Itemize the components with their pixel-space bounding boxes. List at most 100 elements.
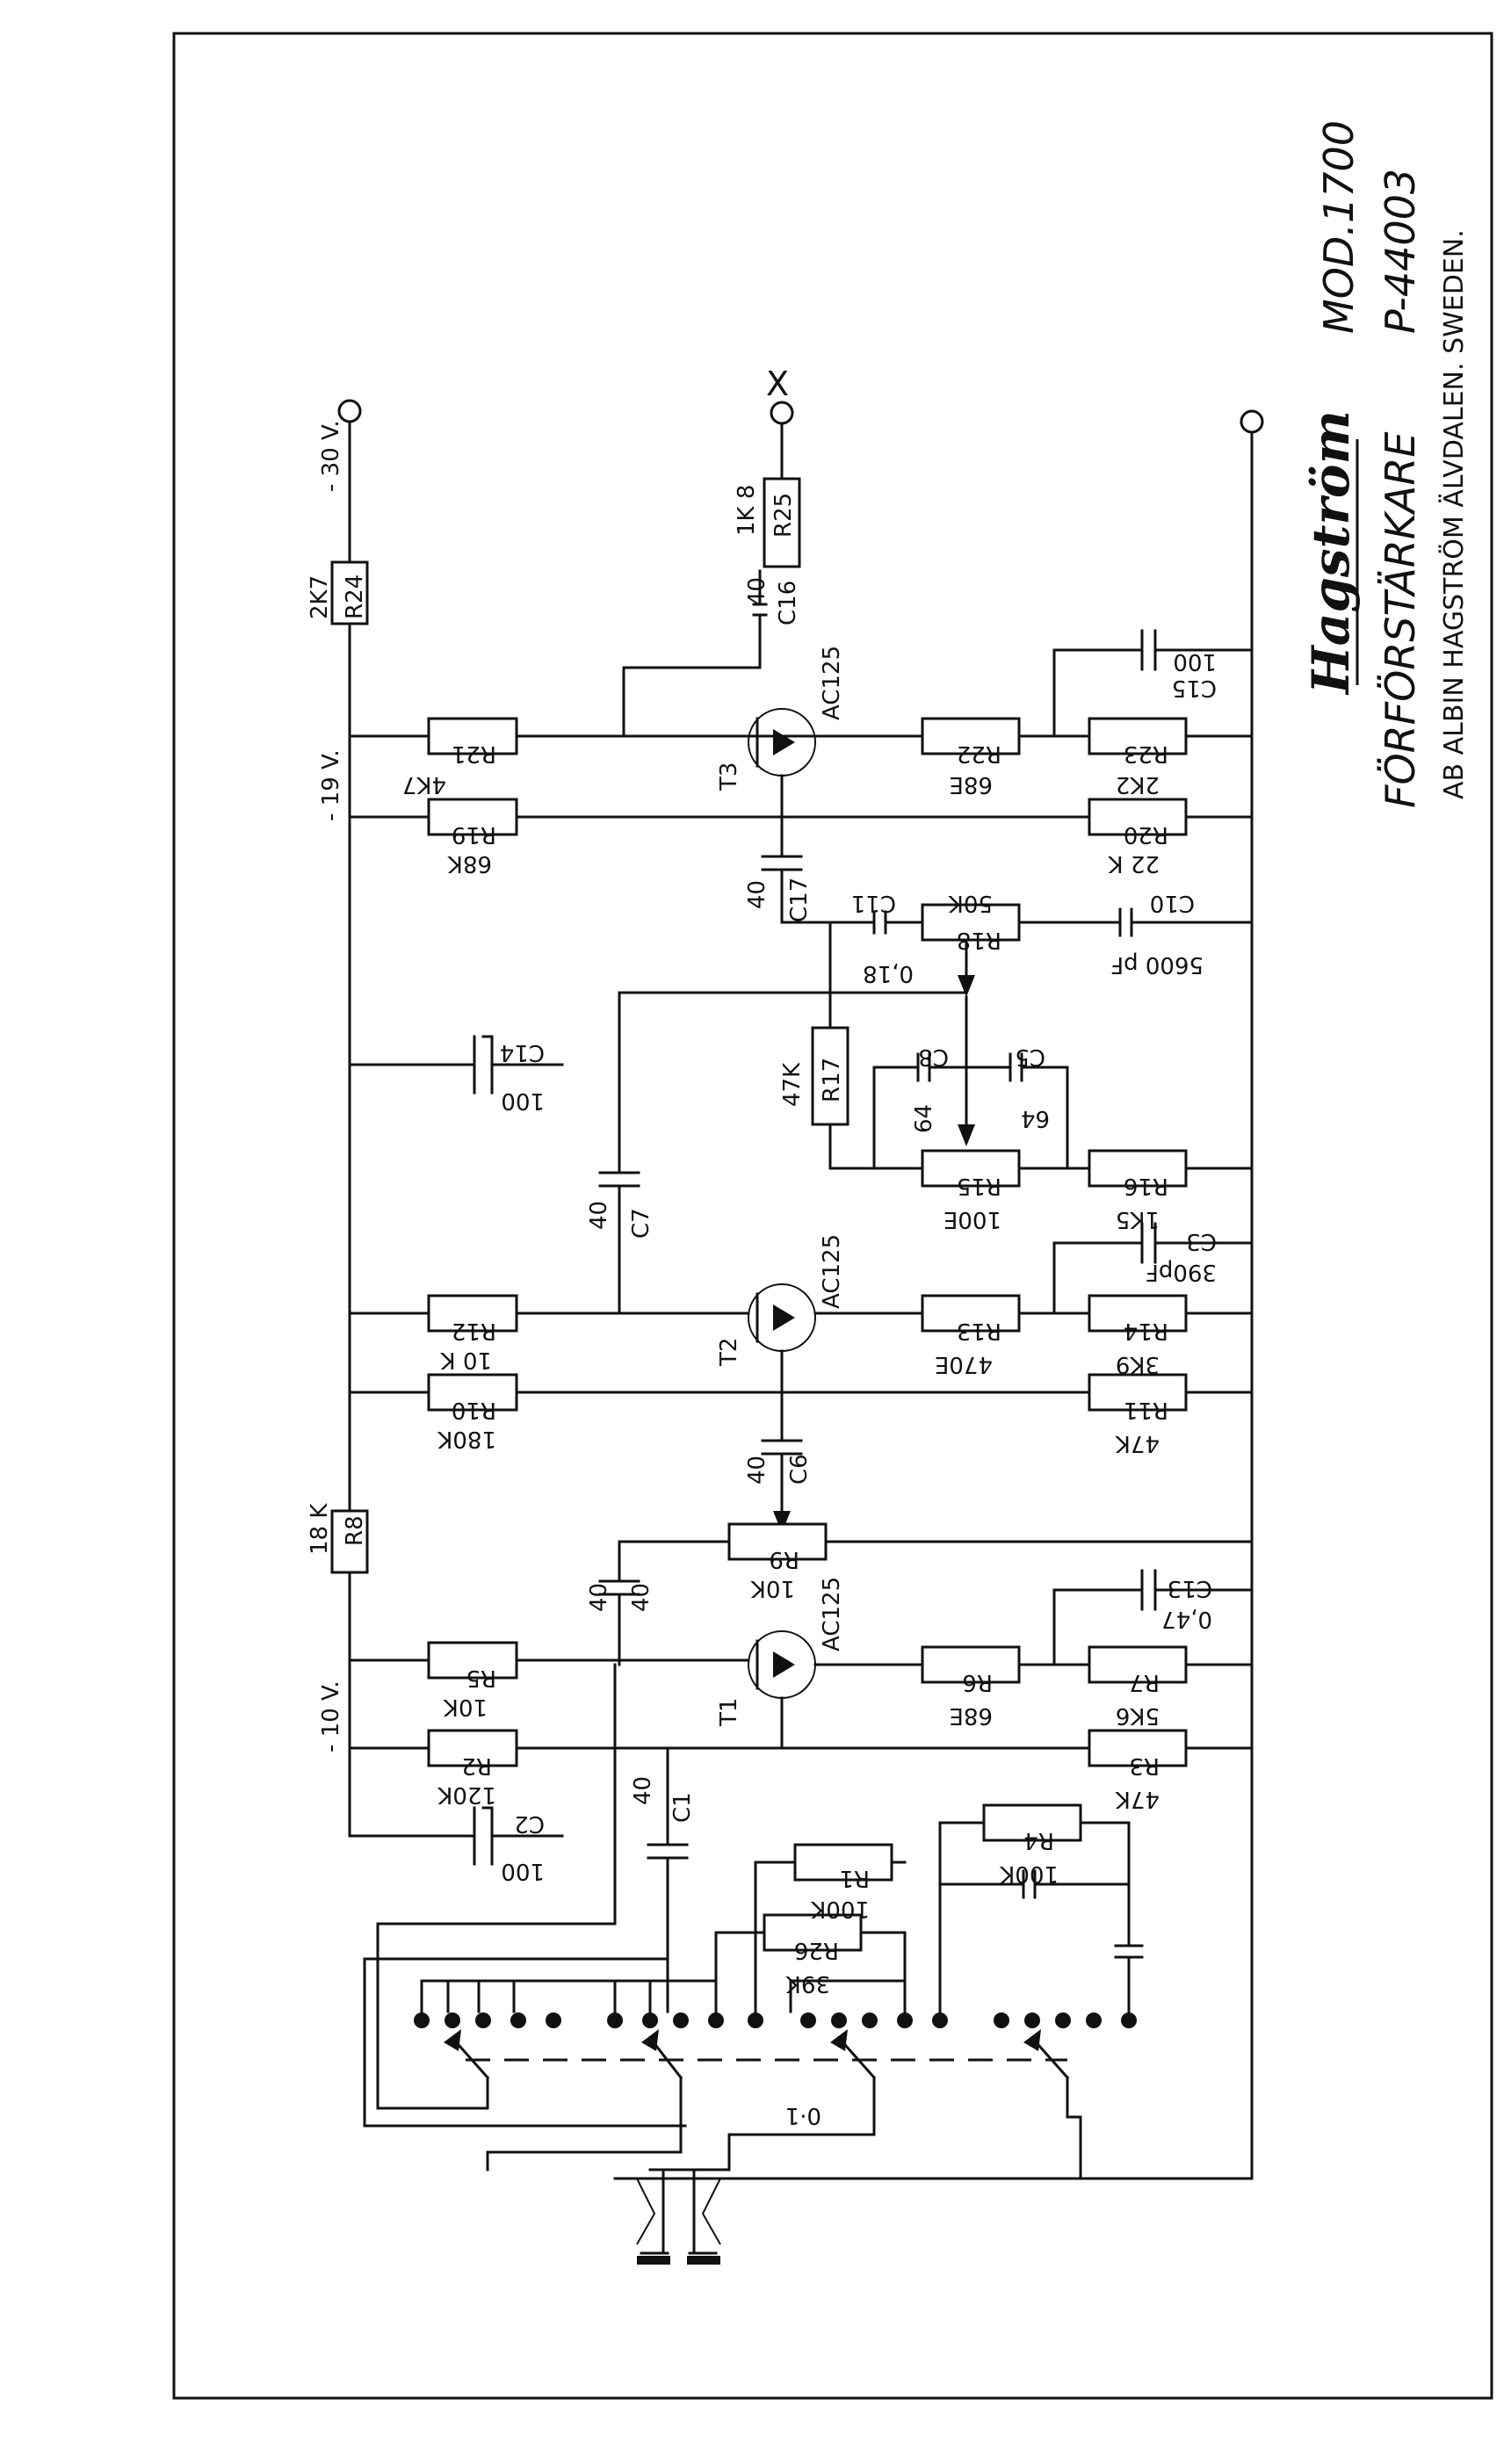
c12-value: 0,18 bbox=[863, 960, 914, 986]
r16-value: 1K5 bbox=[1116, 1206, 1160, 1232]
feedback-network bbox=[761, 774, 1254, 1030]
c5-value: 0,47 bbox=[1161, 1606, 1212, 1632]
t2-type: AC125 bbox=[819, 1234, 845, 1309]
r1-value: 100K bbox=[810, 1896, 870, 1922]
switch-label: 0·1 bbox=[785, 2102, 821, 2128]
selector-switch bbox=[363, 1663, 1137, 2180]
r20-ref: R20 bbox=[1124, 821, 1168, 848]
r6-value: 68E bbox=[949, 1702, 993, 1729]
r3-ref: R3 bbox=[1129, 1752, 1160, 1779]
c14-branch bbox=[348, 1035, 564, 1095]
brand-logo: Hagström bbox=[1301, 410, 1361, 696]
c13-value: 5600 pF bbox=[1110, 951, 1204, 978]
r10-ref: R10 bbox=[452, 1397, 496, 1423]
r7-ref: R7 bbox=[1129, 1669, 1160, 1695]
c6-upper-ref: C6 bbox=[786, 1454, 813, 1485]
c10-value: 64 bbox=[911, 1104, 937, 1133]
resistor-r8 bbox=[330, 1509, 369, 1574]
c1-ref: C1 bbox=[669, 1792, 696, 1823]
resistor-r14 bbox=[1088, 1294, 1188, 1333]
c2-value: 100 bbox=[501, 1858, 545, 1884]
r12-value: 10 K bbox=[440, 1347, 492, 1373]
tone-network bbox=[618, 991, 1254, 1188]
c6-lower-ref: 40 bbox=[628, 1583, 654, 1612]
r14-value: 3K9 bbox=[1116, 1351, 1160, 1377]
r13-value: 470E bbox=[935, 1351, 993, 1377]
resistor-r16 bbox=[1088, 1149, 1188, 1188]
part-number: P-44003 bbox=[1377, 169, 1424, 334]
resistor-r20 bbox=[1088, 798, 1188, 836]
r17-ref: R17 bbox=[819, 1058, 845, 1102]
r26-value: 39K bbox=[785, 1970, 830, 1997]
title-block: Hagström FÖRFÖRSTÄRKARE MOD.1700 P-44003… bbox=[1301, 120, 1470, 808]
sheet-border bbox=[172, 32, 1493, 2400]
r19-ref: R19 bbox=[452, 821, 496, 848]
r21-value: 4K7 bbox=[402, 771, 446, 798]
c12-ref: C11 bbox=[851, 890, 896, 916]
resistor-r4 bbox=[982, 1803, 1082, 1842]
rail-10v-label: - 10 V. bbox=[318, 1680, 344, 1752]
r14-ref: R14 bbox=[1124, 1318, 1168, 1344]
resistor-r9 bbox=[727, 1522, 828, 1561]
resistor-r3 bbox=[1088, 1729, 1188, 1767]
c8-value: 390pF bbox=[1146, 1259, 1217, 1285]
resistor-r22 bbox=[921, 717, 1021, 755]
product-name: FÖRFÖRSTÄRKARE bbox=[1377, 432, 1424, 808]
c11-ref: C5 bbox=[1015, 1044, 1045, 1070]
resistor-r11 bbox=[1088, 1373, 1188, 1412]
supply-rail bbox=[330, 399, 564, 1866]
resistor-r21 bbox=[427, 717, 518, 755]
r22-ref: R22 bbox=[957, 741, 1001, 767]
c14-ref: C14 bbox=[500, 1039, 545, 1066]
c14-value: 100 bbox=[501, 1087, 545, 1114]
r4-value: 100K bbox=[999, 1861, 1059, 1887]
t1-type: AC125 bbox=[819, 1577, 845, 1651]
resistor-r18 bbox=[921, 903, 1021, 942]
t3-ref: T3 bbox=[716, 762, 742, 791]
r26-ref: R26 bbox=[794, 1937, 839, 1963]
r9-branch bbox=[598, 1522, 1254, 1666]
r11-value: 47K bbox=[1115, 1430, 1160, 1456]
r24-value: 2K7 bbox=[307, 575, 333, 619]
t1-ref: T1 bbox=[716, 1698, 742, 1727]
r17-value: 47K bbox=[779, 1062, 806, 1107]
r6-ref: R6 bbox=[962, 1669, 993, 1695]
r18-ref: R18 bbox=[957, 927, 1001, 953]
r25-ref: R25 bbox=[770, 493, 797, 538]
r24-ref: R24 bbox=[342, 574, 368, 619]
model-number: MOD.1700 bbox=[1315, 120, 1363, 334]
resistor-r12 bbox=[427, 1294, 518, 1333]
ground-rail bbox=[613, 409, 1264, 2180]
c8-ref: C3 bbox=[1186, 1228, 1217, 1254]
c10-ref: C8 bbox=[918, 1044, 949, 1070]
t3-type: AC125 bbox=[819, 646, 845, 720]
r4-ref: R4 bbox=[1023, 1827, 1054, 1853]
resistor-r25 bbox=[763, 477, 801, 568]
r21-ref: R21 bbox=[452, 741, 496, 767]
r18-value: 50K bbox=[948, 890, 993, 916]
rail-30v-label: - 30 V. bbox=[318, 420, 344, 492]
r25-value: 1K 8 bbox=[734, 485, 760, 536]
r11-ref: R11 bbox=[1124, 1397, 1168, 1423]
r13-ref: R13 bbox=[957, 1318, 1001, 1344]
c15-ref: C15 bbox=[1172, 675, 1217, 701]
r8-value: 18 K bbox=[307, 1503, 333, 1555]
c16-ref: C16 bbox=[775, 581, 801, 625]
resistor-r5 bbox=[427, 1641, 518, 1680]
stage-t1 bbox=[348, 1569, 1254, 1767]
terminal-30v bbox=[337, 399, 362, 423]
r5-value: 10K bbox=[443, 1694, 488, 1720]
r19-value: 68K bbox=[447, 850, 492, 877]
c7-branch bbox=[598, 1167, 640, 1315]
r10-value: 180K bbox=[437, 1426, 496, 1452]
r15-ref: R15 bbox=[957, 1173, 1001, 1199]
r8-ref: R8 bbox=[342, 1515, 368, 1546]
r12-ref: R12 bbox=[452, 1318, 496, 1344]
r15-value: 100E bbox=[943, 1206, 1001, 1232]
r1-ref: R1 bbox=[839, 1865, 870, 1891]
r2-value: 120K bbox=[437, 1781, 496, 1808]
c7-ref: C7 bbox=[628, 1208, 654, 1239]
resistor-r2 bbox=[427, 1729, 518, 1767]
r22-value: 68E bbox=[949, 771, 993, 798]
